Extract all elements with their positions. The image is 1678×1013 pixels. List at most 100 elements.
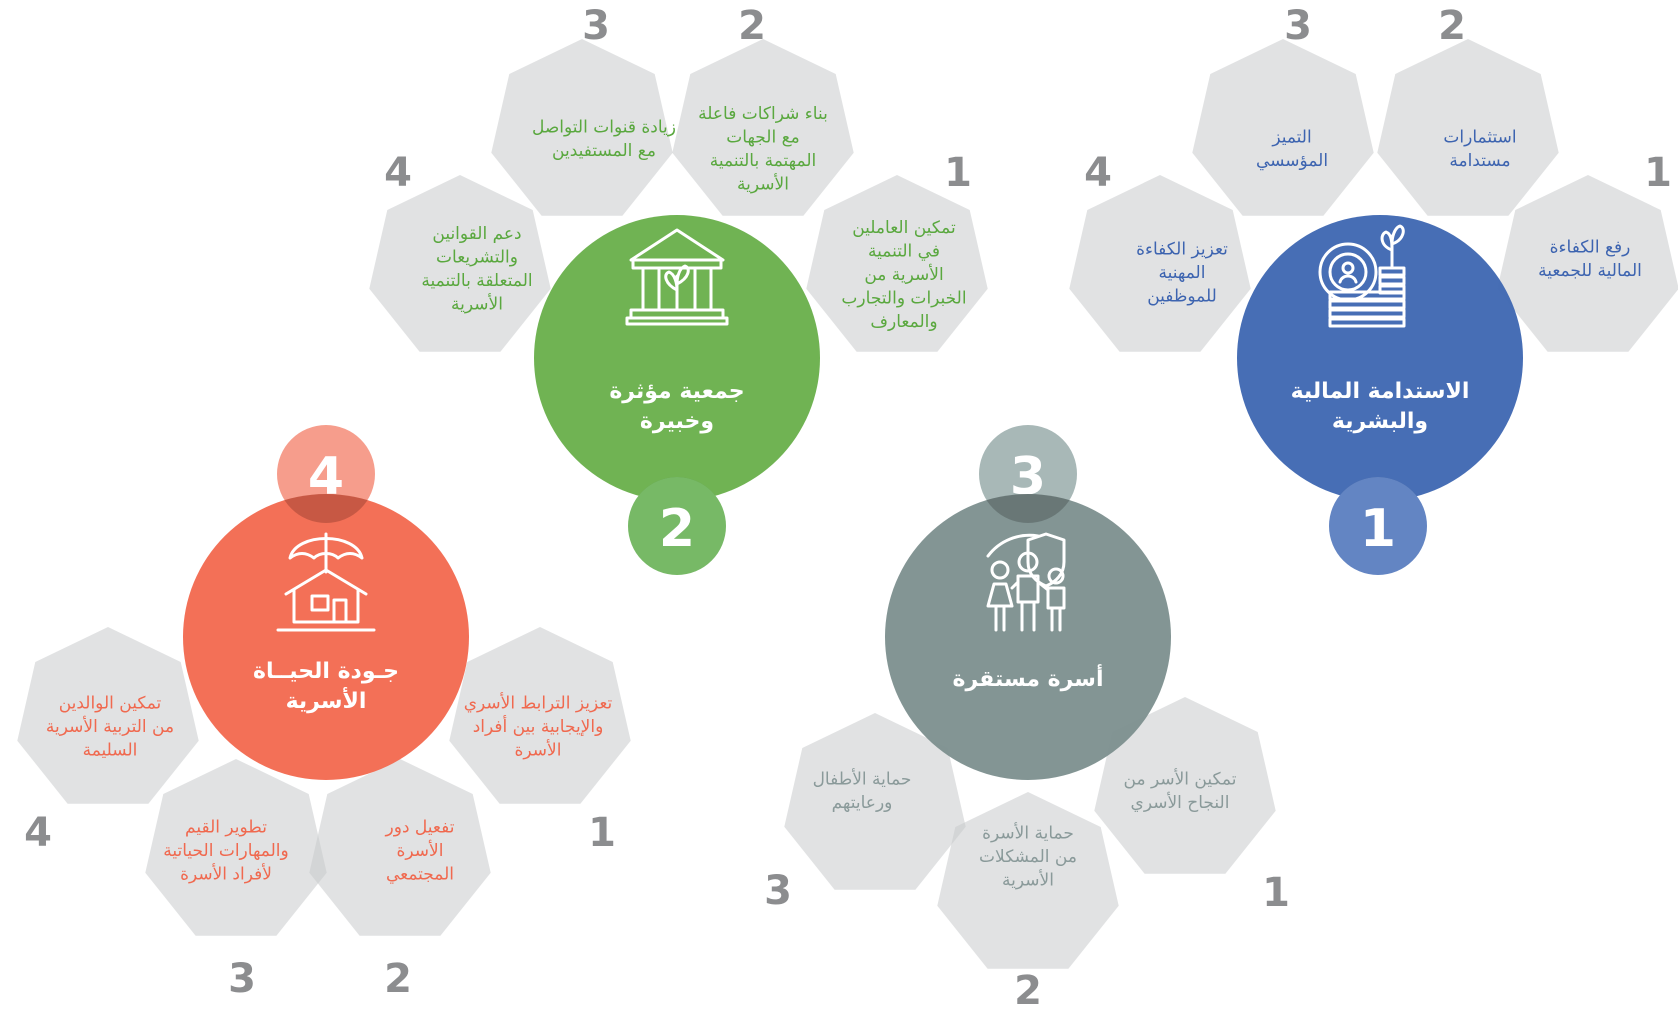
family-shield-icon bbox=[986, 532, 1066, 632]
objective-petal bbox=[17, 627, 199, 804]
objective-text-line: من المشكلات bbox=[979, 847, 1077, 867]
objective-petal bbox=[449, 627, 631, 804]
objective-text-line: للموظفين bbox=[1147, 287, 1217, 307]
objective-text-line: السليمة bbox=[83, 741, 138, 761]
objective-text-line: لأفراد الأسرة bbox=[180, 864, 272, 885]
objective-text-line: المهنية bbox=[1159, 263, 1206, 283]
objective-petal bbox=[369, 175, 551, 352]
objective-number: 3 bbox=[764, 868, 792, 914]
objective-number: 2 bbox=[738, 3, 766, 49]
objective-text-line: ورعايتهم bbox=[832, 793, 893, 813]
objective-number: 2 bbox=[1014, 968, 1042, 1009]
goal-title: أسرة مستقرة bbox=[952, 663, 1103, 692]
objective-text-line: زيادة قنوات التواصل bbox=[532, 117, 676, 137]
objective-number: 3 bbox=[1284, 3, 1312, 49]
badge-overlap bbox=[979, 494, 1077, 523]
objective-number: 1 bbox=[1644, 150, 1672, 196]
objective-text-line: مع الجهات bbox=[726, 127, 799, 147]
objective-number: 4 bbox=[384, 150, 412, 196]
objective-text-line: المؤسسي bbox=[1256, 151, 1328, 171]
objective-text-line: حماية الأسرة bbox=[982, 823, 1074, 844]
objective-text-line: تطوير القيم bbox=[185, 818, 267, 838]
objective-text: تطوير القيم والمهارات الحياتية لأفراد الأس… bbox=[163, 818, 288, 885]
objective-number: 3 bbox=[228, 956, 256, 1002]
objective-text-line: تفعيل دور bbox=[385, 818, 455, 838]
goal-title-line: جـودة الحيــاة bbox=[253, 659, 399, 684]
goal-number: 2 bbox=[659, 499, 695, 559]
objective-number: 4 bbox=[1084, 150, 1112, 196]
objective-text-line: الأسرة bbox=[515, 740, 562, 761]
objective-text-line: تمكين الوالدين bbox=[59, 694, 162, 714]
goal-title-line: والبشرية bbox=[1332, 409, 1428, 434]
objective-petal bbox=[1069, 175, 1251, 352]
objective-number: 1 bbox=[588, 810, 616, 856]
objective-text-line: المالية للجمعية bbox=[1538, 261, 1642, 281]
objective-petal bbox=[672, 39, 854, 216]
objective-petal bbox=[1497, 175, 1678, 352]
objective-text-line: الأسرية bbox=[737, 173, 789, 194]
goal-circle bbox=[1237, 215, 1523, 501]
objective-number: 4 bbox=[24, 810, 52, 856]
objective-number: 2 bbox=[1438, 3, 1466, 49]
objective-text-line: الأسرية bbox=[1002, 870, 1054, 891]
badge-overlap bbox=[277, 494, 375, 523]
institution-plant-icon bbox=[625, 228, 729, 326]
objective-text-line: المتعلقة بالتنمية bbox=[421, 271, 532, 291]
objective-text-line: دعم القوانين bbox=[432, 224, 521, 244]
objective-text-line: في التنمية bbox=[868, 242, 940, 262]
objective-text-line: والتشريعات bbox=[436, 247, 518, 267]
objective-text-line: تمكين العاملين bbox=[852, 218, 956, 238]
group-financial: رفع الكفاءة المالية للجمعية 1 استثمارات مستد… bbox=[1069, 3, 1678, 575]
objective-text-line: الأسرية من bbox=[864, 264, 943, 285]
goal-title-line: جمعية مؤثرة bbox=[609, 379, 744, 404]
objective-text-line: من التربية الأسرية bbox=[46, 716, 174, 737]
house-umbrella-icon bbox=[276, 532, 376, 632]
objective-text-line: الأسرية bbox=[451, 293, 503, 314]
objective-petal bbox=[491, 39, 673, 216]
objective-text-line: تعزيز الكفاءة bbox=[1136, 240, 1228, 260]
objective-text-line: الأسرة bbox=[397, 840, 444, 861]
objective-text: زيادة قنوات التواصل مع المستفيدين bbox=[532, 117, 676, 161]
objective-text-line: حماية الأطفال bbox=[813, 768, 912, 789]
objective-text-line: مع المستفيدين bbox=[552, 141, 656, 161]
objective-petal bbox=[145, 759, 327, 936]
objective-text-line: استثمارات bbox=[1443, 127, 1516, 147]
objective-petal bbox=[309, 759, 491, 936]
objective-text-line: بناء شراكات فاعلة bbox=[698, 104, 828, 124]
goal-circle bbox=[183, 494, 469, 780]
objective-petal bbox=[1377, 39, 1559, 216]
objective-petal bbox=[1094, 697, 1276, 874]
goal-title-line: أسرة مستقرة bbox=[952, 663, 1103, 692]
objective-text-line: المجتمعي bbox=[386, 865, 454, 885]
goal-number-badge bbox=[628, 477, 726, 575]
goal-title-line: الأسرية bbox=[286, 686, 367, 714]
objective-text-line: والمهارات الحياتية bbox=[163, 841, 288, 861]
objective-text: استثمارات مستدامة bbox=[1443, 127, 1516, 171]
goal-title-line: الاستدامة المالية bbox=[1291, 379, 1470, 404]
goal-circle bbox=[885, 494, 1171, 780]
objective-text-line: رفع الكفاءة bbox=[1550, 237, 1631, 257]
goal-number-badge bbox=[1329, 477, 1427, 575]
objective-text: تعزيز الكفاءة المهنية للموظفين bbox=[1136, 240, 1228, 307]
goal-title: الاستدامة المالية والبشرية bbox=[1291, 379, 1470, 434]
objective-text-line: والإيجابية بين أفراد bbox=[473, 715, 604, 737]
objective-petal bbox=[937, 792, 1119, 969]
money-growth-icon bbox=[1318, 224, 1406, 328]
objective-petal bbox=[784, 713, 966, 890]
objective-petal bbox=[1192, 39, 1374, 216]
objective-number: 2 bbox=[384, 956, 412, 1002]
objective-text-line: مستدامة bbox=[1449, 151, 1510, 171]
